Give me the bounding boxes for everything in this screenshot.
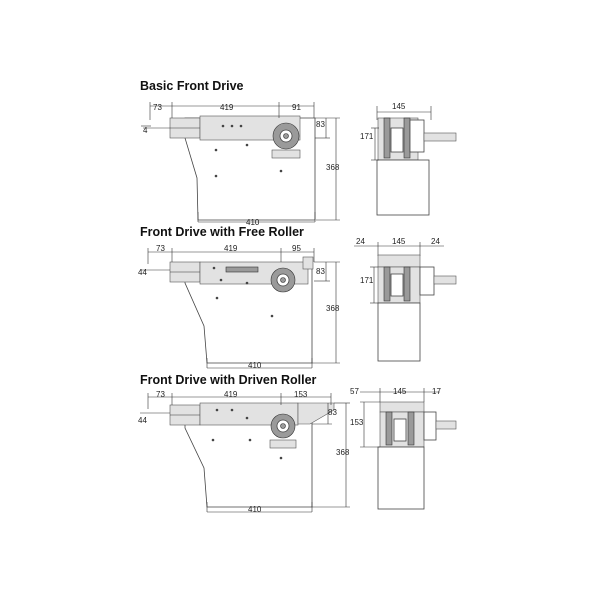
motor-flange (419, 266, 435, 296)
dim-width-bottom: 410 (248, 361, 262, 370)
dim-top: 419 (224, 390, 238, 399)
drive-shaft (433, 275, 457, 285)
dim-left: 73 (156, 244, 165, 253)
dim-side-right: 17 (432, 387, 441, 396)
section-title-free-roller: Front Drive with Free Roller (140, 225, 304, 239)
dim-top: 419 (224, 244, 238, 253)
dim-height-total: 368 (326, 304, 340, 313)
dim-right: 95 (292, 244, 301, 253)
driven-roller-dimensions (147, 393, 350, 513)
dim-right: 91 (292, 103, 301, 112)
section-title-driven-roller: Front Drive with Driven Roller (140, 373, 317, 387)
motor-flange (409, 119, 425, 153)
dim-side-height: 171 (360, 132, 374, 141)
motor-flange (423, 411, 437, 441)
basic-front-drive-dimensions (141, 102, 340, 223)
dim-height-small: 83 (328, 408, 337, 417)
dim-side-top: 145 (392, 102, 406, 111)
dim-side-height: 153 (350, 418, 364, 427)
free-roller-cap (377, 254, 421, 268)
dim-left: 73 (156, 390, 165, 399)
driven-roller-front-view (140, 402, 335, 508)
basic-front-drive-front-view (143, 115, 316, 221)
dim-width-bottom: 410 (246, 218, 260, 227)
free-roller-dimensions (147, 248, 340, 369)
driven-roller-cap (379, 401, 425, 413)
dim-height-small: 83 (316, 267, 325, 276)
dim-height-total: 368 (326, 163, 340, 172)
drive-shaft (423, 132, 457, 142)
free-roller-side-view (354, 242, 457, 362)
dim-offset: 4 (143, 126, 148, 135)
dim-offset: 44 (138, 416, 147, 425)
dim-side-left: 57 (350, 387, 359, 396)
dim-side-left: 24 (356, 237, 365, 246)
dim-top: 419 (220, 103, 234, 112)
drive-shaft (435, 420, 457, 430)
dim-right: 153 (294, 390, 308, 399)
dim-left: 73 (153, 103, 162, 112)
dim-height-small: 83 (316, 120, 325, 129)
free-roller-front-view (140, 256, 314, 364)
driven-roller-side-view (360, 388, 457, 510)
section-title-basic: Basic Front Drive (140, 79, 244, 93)
dim-offset: 44 (138, 268, 147, 277)
dim-side-right: 24 (431, 237, 440, 246)
dim-width-bottom: 410 (248, 505, 262, 514)
dim-side-height: 171 (360, 276, 374, 285)
basic-front-drive-side-view (371, 106, 457, 216)
dim-height-total: 368 (336, 448, 350, 457)
dim-side-top: 145 (393, 387, 407, 396)
dim-side-top: 145 (392, 237, 406, 246)
